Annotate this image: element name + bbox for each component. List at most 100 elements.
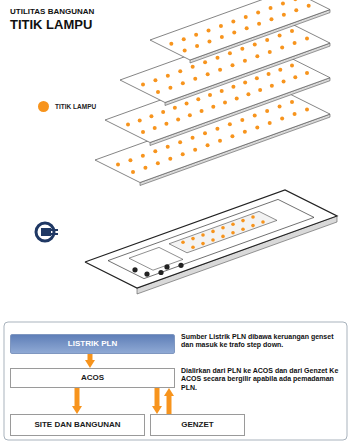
lamp-dot <box>164 122 168 126</box>
lamp-dot <box>290 29 294 33</box>
lamp-dot <box>200 109 204 113</box>
lamp-dot <box>231 85 235 89</box>
note-text: Dialirkan dari PLN ke ACOS dan dari Genz… <box>181 367 341 392</box>
lamp-dot <box>138 118 142 122</box>
lamp-dot <box>281 2 285 6</box>
lamp-dot <box>215 127 219 131</box>
lamp-dot <box>269 17 273 21</box>
lamp-dot <box>193 77 197 81</box>
lamp-dot <box>166 74 170 78</box>
lamp-dot <box>268 121 272 125</box>
flow-arrow <box>75 388 80 406</box>
lamp-dot <box>265 38 269 42</box>
lamp-dot <box>203 131 207 135</box>
lamp-dot <box>268 50 272 54</box>
lamp-dot <box>235 96 239 100</box>
lamp-dot <box>258 88 262 92</box>
flow-arrow <box>167 396 172 414</box>
lamp-dot <box>278 104 282 108</box>
lamp-dot <box>178 69 182 73</box>
floor-slab <box>150 0 330 63</box>
lamp-dot <box>278 33 282 37</box>
lamp-dot <box>168 157 172 161</box>
lamp-dot <box>143 166 147 170</box>
legend-swatch <box>38 101 49 112</box>
lamp-dot <box>141 83 145 87</box>
lamp-dot <box>307 4 311 8</box>
lamp-dot <box>293 112 297 116</box>
lamp-dot <box>176 117 180 121</box>
lamp-dot <box>244 15 248 19</box>
lamp-dot <box>243 80 247 84</box>
lamp-dot <box>207 28 211 32</box>
lamp-dot <box>191 136 195 140</box>
lamp-dot <box>206 143 210 147</box>
lamp-dot <box>293 0 297 1</box>
box-label: ACOS <box>81 373 104 382</box>
lamp-dot <box>253 113 257 117</box>
lamp-dot <box>228 51 232 55</box>
lamp-dot <box>257 22 261 26</box>
lamp-dot <box>290 100 294 104</box>
lamp-dot <box>294 8 298 12</box>
flow-arrow <box>88 354 93 360</box>
lamp-dot <box>128 158 132 162</box>
legend-label: TITIK LAMPU <box>55 103 96 110</box>
box-label: LISTRIK PLN <box>68 339 117 348</box>
lamp-dot <box>208 93 212 97</box>
lamp-dot <box>196 97 200 101</box>
lamp-dot <box>216 56 220 60</box>
lamp-dot <box>231 19 235 23</box>
process-box: ACOS <box>10 368 175 388</box>
lamp-dot <box>253 42 257 46</box>
lamp-dot <box>278 68 282 72</box>
lamp-dot <box>153 149 157 153</box>
lamp-dot <box>166 145 170 149</box>
lamp-dot <box>240 47 244 51</box>
lamp-dot <box>182 37 186 41</box>
lamp-dot <box>183 48 187 52</box>
lamp-dot <box>255 76 259 80</box>
lamp-dot <box>255 125 259 129</box>
process-box: SITE DAN BANGUNAN <box>10 414 145 436</box>
lamp-dot <box>131 170 135 174</box>
lamp-dot <box>219 24 223 28</box>
lamp-dot <box>203 60 207 64</box>
lamp-dot <box>246 92 250 96</box>
lamp-dot <box>181 81 185 85</box>
lamp-dot <box>282 13 286 17</box>
lamp-dot <box>149 114 153 118</box>
lamp-dot <box>188 113 192 117</box>
title: TITIK LAMPU <box>10 17 92 32</box>
lamp-dot <box>270 84 274 88</box>
lamp-dot <box>280 45 284 49</box>
lamp-dot <box>173 106 177 110</box>
lamp-dot <box>141 130 145 134</box>
lamp-dot <box>195 44 199 48</box>
lamp-dot <box>232 31 236 35</box>
lamp-dot <box>255 54 259 58</box>
lamp-dot <box>243 59 247 63</box>
lamp-dot <box>153 78 157 82</box>
lamp-dot <box>168 86 172 90</box>
lamp-dot <box>161 110 165 114</box>
lamp-dot <box>280 116 284 120</box>
flow-frame <box>4 322 347 440</box>
lamp-dot <box>194 33 198 37</box>
note-text: Sumber Listrik PLN dibawa keruangan gens… <box>181 333 341 350</box>
box-label: GENZET <box>181 420 213 429</box>
lamp-dot <box>245 26 249 30</box>
flow-arrow <box>155 388 160 406</box>
lamp-dot <box>116 163 120 167</box>
lamp-dot <box>206 72 210 76</box>
lamp-dot <box>290 64 294 68</box>
lamp-dot <box>141 154 145 158</box>
lamp-dot <box>185 102 189 106</box>
lamp-dot <box>156 90 160 94</box>
lamp-dot <box>211 105 215 109</box>
lamp-dot <box>243 130 247 134</box>
lamp-dot <box>265 109 269 113</box>
lamp-dot <box>178 140 182 144</box>
legend-item: TITIK LAMPU <box>38 101 96 112</box>
lamp-dot <box>267 72 271 76</box>
